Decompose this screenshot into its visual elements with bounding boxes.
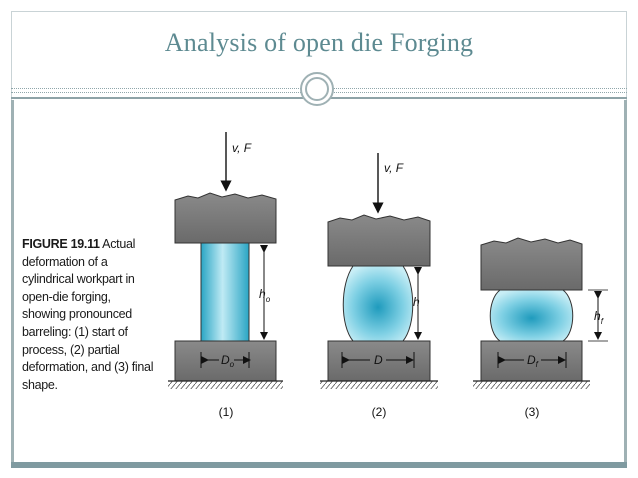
caption-line: process, (2) partial [22,342,120,357]
bottom-bar [11,462,627,468]
figure-number: FIGURE 19.11 [22,237,100,251]
caption-line: cylindrical workpart in [22,272,135,287]
caption-line: showing pronounced [22,307,132,322]
stage-2: v, F h D (2) [320,153,438,419]
lower-die [174,340,277,382]
workpart-barrel [489,289,574,342]
caption-line: deformation of a [22,254,108,269]
caption-line: Actual [102,237,136,251]
circle-ornament-inner [305,77,329,101]
upper-die [174,192,277,244]
height-label: hf [594,309,604,326]
caption-line: open-die forging, [22,289,111,304]
caption-line: deformation, and (3) final [22,360,154,375]
height-label: h [413,295,420,309]
stage-label: (1) [219,405,234,419]
ground-hatch [168,381,283,389]
caption-line: shape. [22,377,58,392]
load-label: v, F [384,161,404,175]
slide-title: Analysis of open die Forging [164,28,474,57]
caption-line: barreling: (1) start of [22,324,128,339]
workpart-barrel [342,265,414,342]
diameter-label: Do [221,353,235,369]
workpart-cylinder [200,242,250,342]
height-label: ho [259,287,271,304]
content-area [11,100,627,465]
stage-label: (2) [372,405,387,419]
load-label: v, F [232,141,252,155]
figure-caption: FIGURE 19.11 Actual deformation of a cyl… [22,236,162,394]
stage-1: v, F ho Do (1) [168,132,283,419]
stage-3: hf Df (3) [473,237,608,419]
diameter-label: D [374,353,383,367]
diameter-label: Df [527,353,539,369]
stage-label: (3) [525,405,540,419]
upper-die [327,214,431,267]
upper-die [480,237,583,291]
ground-hatch [473,381,590,389]
ground-hatch [320,381,438,389]
